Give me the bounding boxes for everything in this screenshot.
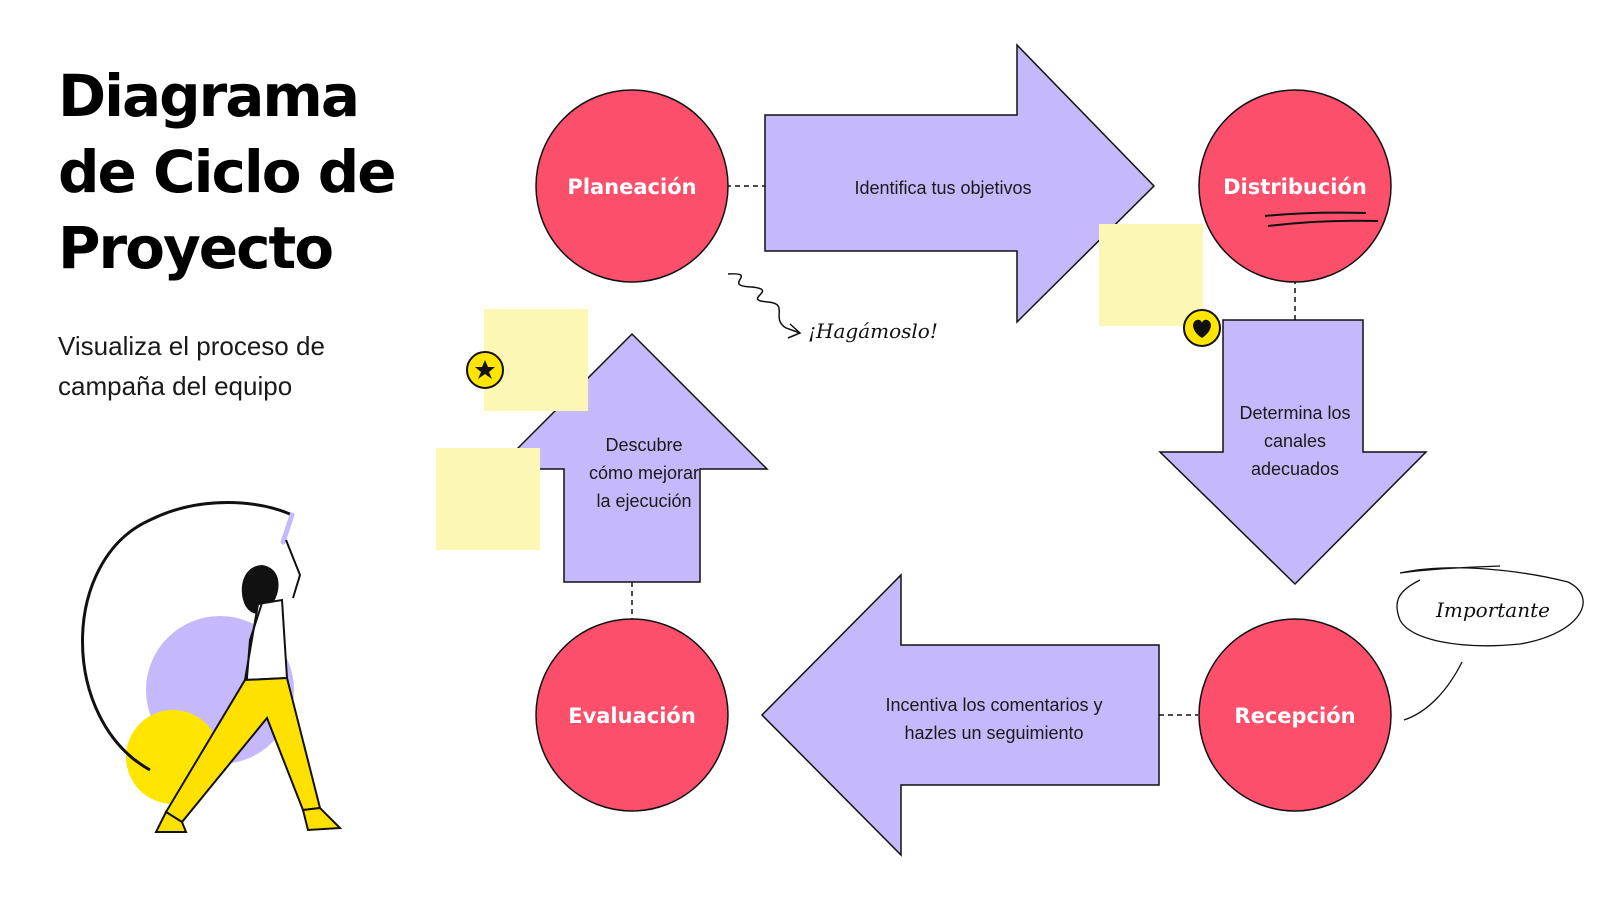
heart-icon bbox=[1183, 309, 1221, 347]
arrow-right-text-line-1: Determina los bbox=[1239, 403, 1350, 423]
subtitle-line-2: campaña del equipo bbox=[58, 371, 293, 401]
importante-ellipse bbox=[1396, 565, 1584, 647]
arrow-bottom bbox=[760, 573, 1160, 857]
stage-circle bbox=[535, 618, 729, 812]
arrow-top bbox=[764, 43, 1156, 324]
stage-distribucion[interactable]: Distribución bbox=[1198, 89, 1392, 283]
stage-circle bbox=[1198, 618, 1392, 812]
stage-evaluacion[interactable]: Evaluación bbox=[535, 618, 729, 812]
underline-scribble bbox=[1264, 211, 1379, 227]
pointer-line bbox=[1403, 661, 1463, 721]
arrow-right-text-line-3: adecuados bbox=[1251, 459, 1339, 479]
title-line-1: Diagrama bbox=[58, 62, 360, 130]
illustration-shoe-left bbox=[154, 810, 188, 833]
stage-label-evaluacion: Evaluación bbox=[568, 704, 696, 728]
hagamoslo-annotation: ¡Hagámoslo! bbox=[727, 273, 938, 343]
arrow-right bbox=[1158, 319, 1428, 586]
stage-label-planeacion: Planeación bbox=[567, 175, 696, 199]
subtitle-line-1: Visualiza el proceso de bbox=[58, 331, 325, 361]
stage-planeacion[interactable]: Planeación bbox=[535, 89, 729, 283]
woman-illustration bbox=[81, 501, 343, 833]
star-icon bbox=[466, 351, 504, 389]
arrow-left-text-line-1: Descubre bbox=[605, 435, 682, 455]
arrow-left-text-line-2: cómo mejorar bbox=[589, 463, 699, 483]
stage-circle bbox=[535, 89, 729, 283]
sticky-note-left-bottom[interactable] bbox=[436, 448, 540, 550]
sticky-note-left-top[interactable] bbox=[466, 309, 588, 411]
arrow-left-text-line-3: la ejecución bbox=[596, 491, 691, 511]
arrow-left bbox=[495, 332, 769, 583]
page-subtitle: Visualiza el proceso de campaña del equi… bbox=[58, 326, 378, 406]
sticky-note-top-right[interactable] bbox=[1099, 224, 1221, 347]
stage-label-recepcion: Recepción bbox=[1234, 704, 1355, 728]
squiggle-arrow bbox=[727, 273, 802, 339]
page-title: Diagrama de Ciclo de Proyecto bbox=[58, 58, 438, 286]
arrow-right-text-line-2: canales bbox=[1264, 431, 1326, 451]
arrow-bottom-text-line-2: hazles un seguimiento bbox=[904, 723, 1083, 743]
importante-annotation: Importante bbox=[1396, 565, 1584, 721]
hagamoslo-text: ¡Hagámoslo! bbox=[808, 319, 938, 343]
stage-label-distribucion: Distribución bbox=[1223, 175, 1367, 199]
title-line-2: de Ciclo de bbox=[58, 138, 397, 206]
stage-circle bbox=[1198, 89, 1392, 283]
connectors bbox=[631, 185, 1296, 716]
importante-text: Importante bbox=[1435, 598, 1550, 622]
illustration-shoe-right bbox=[301, 806, 343, 832]
arrow-bottom-text-line-1: Incentiva los comentarios y bbox=[885, 695, 1102, 715]
illustration-drawn-arc bbox=[81, 501, 293, 772]
title-line-3: Proyecto bbox=[58, 214, 334, 282]
stage-recepcion[interactable]: Recepción bbox=[1198, 618, 1392, 812]
arrow-top-text: Identifica tus objetivos bbox=[854, 178, 1031, 198]
